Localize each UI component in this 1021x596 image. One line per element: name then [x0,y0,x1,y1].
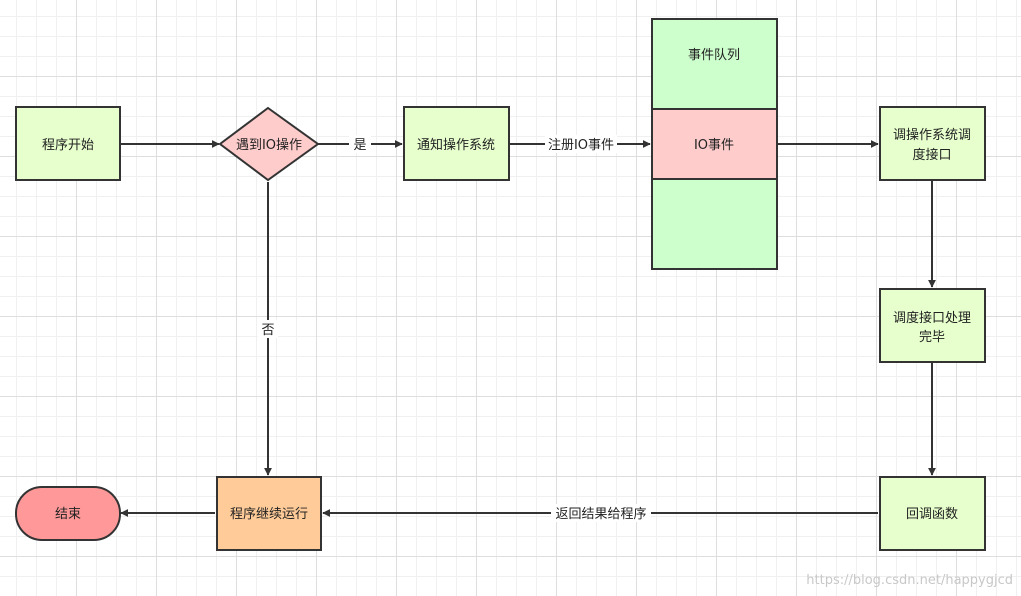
label-bg-yes [349,135,371,153]
io-event-slot [651,108,778,180]
node-continue-label: 程序继续运行 [230,507,308,522]
node-notify-os [403,106,510,181]
node-callback [879,476,986,551]
node-done-line2: 完毕 [919,330,945,345]
node-start [15,106,121,181]
node-callback-label: 回调函数 [906,507,958,522]
node-start-label: 程序开始 [42,138,94,153]
node-decision-label: 遇到IO操作 [236,137,302,153]
node-decision [218,106,320,182]
node-dispatch-line1: 调操作系统调 [893,127,971,143]
node-dispatch-line2: 度接口 [912,147,951,163]
node-continue [216,476,322,551]
edge-label-register-io: 注册IO事件 [548,138,614,153]
edge-label-return-result: 返回结果给程序 [555,507,646,522]
io-event-label: IO事件 [694,138,734,153]
edge-label-no: 否 [261,323,274,338]
label-bg-no [258,320,278,338]
node-done-line1: 调度接口处理 [893,310,971,326]
node-dispatch-os [879,106,986,181]
watermark-text: https://blog.csdn.net/happygjcd [806,573,1013,588]
node-dispatch-done [879,288,986,363]
event-queue-title: 事件队列 [688,48,740,63]
label-bg-return [551,504,651,522]
node-notify-os-label: 通知操作系统 [417,137,495,153]
edge-label-yes: 是 [353,138,366,153]
node-end [15,486,121,541]
label-bg-register [545,135,617,153]
node-end-label: 结束 [55,507,81,522]
